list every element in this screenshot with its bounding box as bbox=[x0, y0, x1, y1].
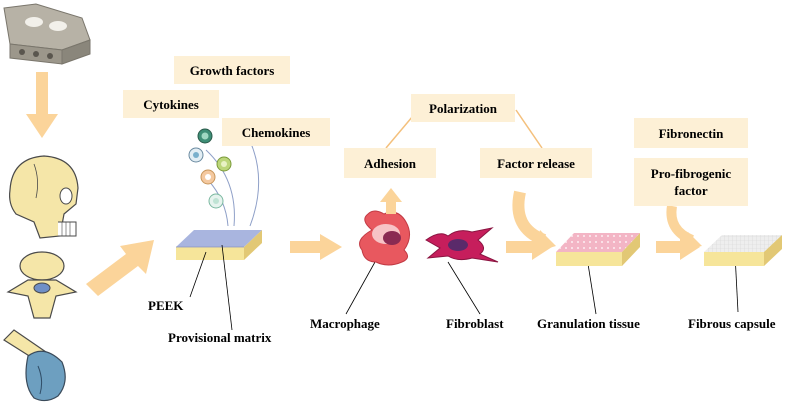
fibronectin-box: Fibronectin bbox=[634, 118, 748, 148]
up-arrow bbox=[380, 188, 402, 214]
granulation-slab bbox=[556, 233, 640, 266]
skull-icon bbox=[9, 155, 79, 239]
fibrous-capsule-label: Fibrous capsule bbox=[688, 316, 776, 331]
pro-fibrogenic-line2: factor bbox=[674, 183, 708, 198]
adhesion-box: Adhesion bbox=[344, 148, 436, 178]
pro-fibrogenic-factor-box: Pro-fibrogenic factor bbox=[634, 158, 748, 206]
macrophage-label: Macrophage bbox=[310, 316, 380, 331]
diagonal-arrow bbox=[86, 240, 154, 296]
factor-release-box: Factor release bbox=[480, 148, 592, 178]
down-arrow bbox=[26, 72, 58, 138]
peek-label: PEEK bbox=[148, 298, 184, 313]
polarization-box: Polarization bbox=[411, 94, 515, 122]
peek-slab bbox=[176, 230, 262, 260]
curved-arrow-2-head bbox=[682, 232, 702, 250]
signal-line-2 bbox=[205, 149, 235, 227]
fibroblast-label: Fibroblast bbox=[446, 316, 504, 331]
right-arrow-2 bbox=[506, 234, 552, 260]
cytokines-box: Cytokines bbox=[123, 90, 219, 118]
molecule-icon bbox=[188, 128, 232, 209]
implant-cage-icon bbox=[3, 3, 91, 65]
provisional-matrix-label: Provisional matrix bbox=[168, 330, 272, 345]
macrophage-icon bbox=[359, 210, 410, 266]
pro-fibrogenic-line1: Pro-fibrogenic bbox=[650, 166, 732, 181]
knee-joint-icon bbox=[3, 329, 66, 402]
granulation-tissue-label: Granulation tissue bbox=[537, 316, 640, 331]
curved-arrow-1 bbox=[512, 190, 547, 246]
vertebra-icon bbox=[6, 251, 78, 319]
fibroblast-icon bbox=[425, 227, 499, 263]
growth-factors-box: Growth factors bbox=[174, 56, 290, 84]
chemokines-box: Chemokines bbox=[222, 118, 330, 146]
capsule-slab bbox=[704, 235, 782, 266]
right-arrow-1 bbox=[290, 234, 342, 260]
